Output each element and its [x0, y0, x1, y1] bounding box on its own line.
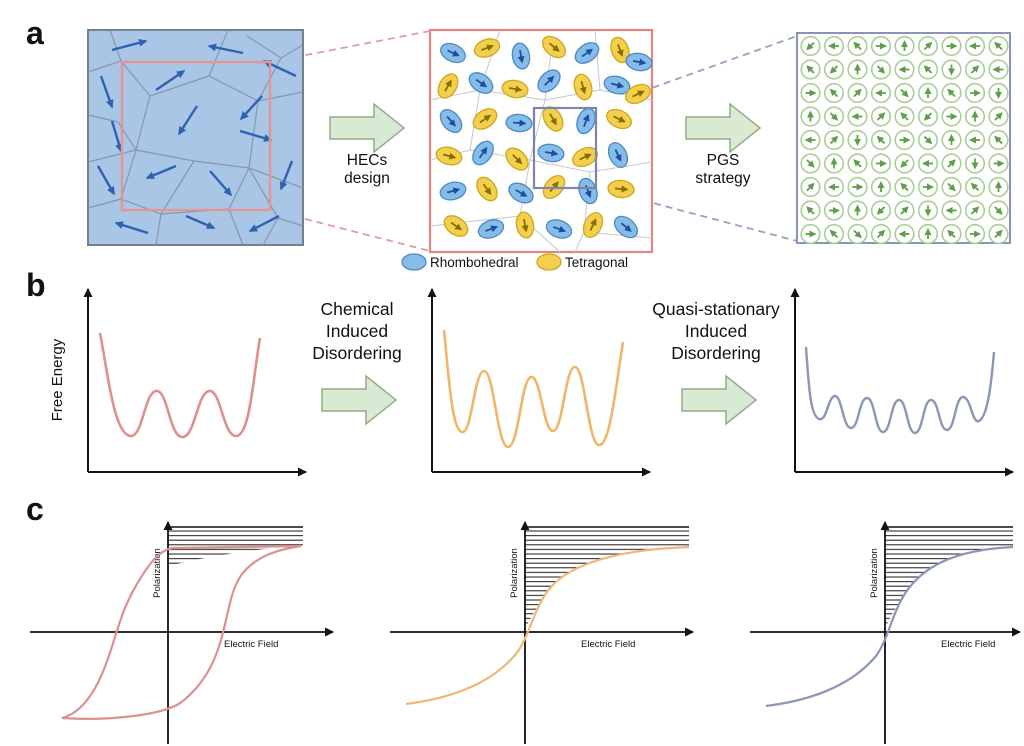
- quasi-label-3: Disordering: [671, 343, 760, 363]
- hecs-design-label-1: HECs: [347, 152, 388, 169]
- pe-loop-plot-3: Polarization Electric Field: [750, 521, 1021, 744]
- process-arrow-icon: [329, 102, 406, 154]
- legend-rhombohedral-label: Rhombohedral: [430, 255, 519, 270]
- energy-landscape-curve-shallow: [804, 346, 996, 435]
- free-energy-plot-3: [790, 288, 1014, 477]
- grain-domain-map: [87, 29, 304, 246]
- two-phase-nanodomain-map: [428, 28, 654, 254]
- chemical-label-2: Induced: [326, 321, 388, 341]
- quasi-label-2: Induced: [685, 321, 747, 341]
- process-arrow-icon: [685, 102, 762, 154]
- polarization-axis-label: Polarization: [869, 548, 880, 598]
- grain-boundaries: [87, 29, 304, 246]
- free-energy-plot-2: [427, 288, 651, 477]
- field-axis-label: Electric Field: [581, 639, 635, 650]
- hecs-design-step: HECs design: [329, 102, 406, 187]
- zoom-connector-slate: [595, 35, 798, 242]
- phase-legend: Rhombohedral Tetragonal: [401, 253, 628, 271]
- process-arrow-icon: [681, 374, 758, 426]
- chemical-label-3: Disordering: [312, 343, 401, 363]
- hecs-design-label-2: design: [344, 170, 390, 187]
- field-axis-label: Electric Field: [224, 639, 278, 650]
- pgs-strategy-label-1: PGS: [707, 152, 740, 169]
- dipole-cells: [797, 33, 1011, 247]
- panel-b-label: b: [26, 267, 46, 303]
- slim-pe-curve: [405, 545, 690, 706]
- process-arrow-icon: [321, 374, 398, 426]
- pe-loop-plot-2: Polarization Electric Field: [390, 521, 694, 744]
- zoom-region-outline-slate: [532, 106, 598, 190]
- quasi-label-1: Quasi-stationary: [652, 299, 780, 319]
- legend-tetragonal-label: Tetragonal: [565, 255, 628, 270]
- slim-pe-curve: [765, 545, 1014, 708]
- hysteresis-loop-wide: [61, 544, 302, 720]
- energy-area-hatch: [525, 527, 689, 629]
- panel-c-label: c: [26, 491, 44, 527]
- zoom-region-outline-pink: [120, 60, 272, 212]
- pgs-strategy-step: PGS strategy: [685, 102, 762, 187]
- free-energy-axis-label: Free Energy: [49, 338, 66, 421]
- quasi-stationary-step: Quasi-stationary Induced Disordering: [652, 299, 780, 426]
- panel-a-label: a: [26, 15, 44, 51]
- field-axis-label: Electric Field: [941, 639, 995, 650]
- polarization-axis-label: Polarization: [509, 548, 520, 598]
- legend-rhombohedral-icon: [401, 253, 427, 271]
- legend-tetragonal-icon: [536, 253, 562, 271]
- energy-landscape-curve-medium: [442, 329, 625, 449]
- chemical-disorder-step: Chemical Induced Disordering: [312, 299, 402, 426]
- pgs-strategy-label-2: strategy: [695, 170, 750, 187]
- pe-loop-plot-1: Polarization Electric Field: [30, 521, 334, 744]
- energy-area-hatch: [885, 527, 1013, 629]
- polar-slush-grid: [796, 33, 1012, 247]
- polarization-axis-label: Polarization: [152, 548, 163, 598]
- chemical-label-1: Chemical: [321, 299, 394, 319]
- free-energy-plot-1: Free Energy: [49, 288, 307, 477]
- nanodomain-frame: [428, 28, 654, 254]
- energy-landscape-curve-deep: [98, 332, 262, 439]
